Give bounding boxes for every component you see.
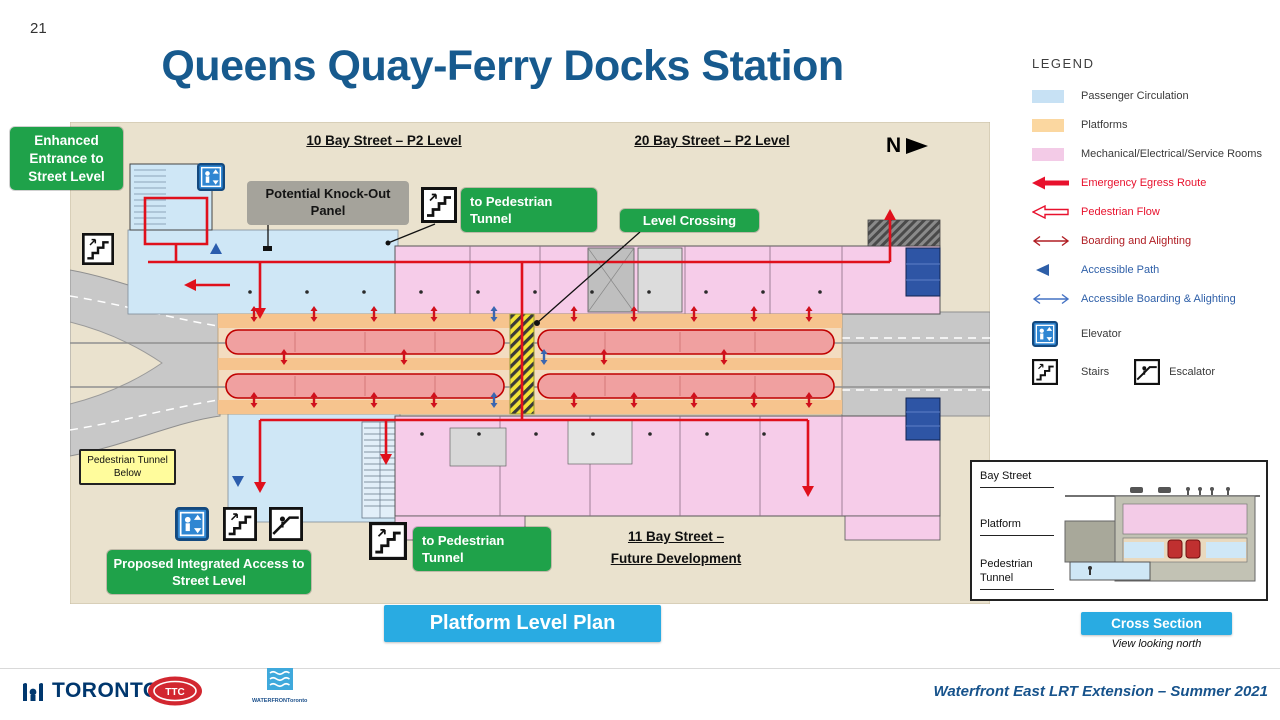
callout-proposed-access: Proposed Integrated Access to Street Lev… <box>107 550 311 595</box>
escalator-icon <box>269 507 303 541</box>
solid-blue-arrow-icon <box>1036 264 1049 276</box>
callout-pedestrian-tunnel-below: Pedestrian Tunnel Below <box>79 449 176 485</box>
legend-item-boarding-alighting: Boarding and Alighting <box>1032 234 1278 248</box>
cross-section-drawing <box>1064 487 1260 582</box>
label-11-bay-line1: 11 Bay Street – <box>627 529 725 544</box>
outline-red-arrow-icon <box>1032 205 1069 219</box>
callout-enhanced-entrance: Enhanced Entrance to Street Level <box>10 127 123 191</box>
escalator-icon <box>1134 359 1160 385</box>
ttc-logo-text: TTC <box>165 687 184 698</box>
legend-item-mechanical-rooms: Mechanical/Electrical/Service Rooms <box>1032 147 1278 161</box>
callout-knockout-panel: Potential Knock-Out Panel <box>247 181 409 225</box>
cross-section-label-tunnel: Pedestrian Tunnel <box>980 558 1054 590</box>
waterfront-toronto-logo: WATERFRONToronto <box>252 668 307 704</box>
stairs-icon <box>1032 359 1058 385</box>
toronto-city-icon <box>23 683 43 701</box>
cross-section-banner: Cross Section <box>1081 612 1232 635</box>
north-label: N <box>886 134 902 157</box>
legend: LEGEND Passenger Circulation Platforms M… <box>1032 56 1278 397</box>
legend-item-accessible-boarding: Accessible Boarding & Alighting <box>1032 292 1278 306</box>
knockout-panel-marker <box>263 246 272 251</box>
callout-level-crossing: Level Crossing <box>620 209 759 233</box>
stairs-icon <box>369 522 407 560</box>
legend-item-emergency-egress: Emergency Egress Route <box>1032 176 1278 190</box>
cross-section-label-street: Bay Street <box>980 470 1054 488</box>
legend-item-pedestrian-flow: Pedestrian Flow <box>1032 205 1278 219</box>
waterfront-logo-text: WATERFRONToronto <box>252 698 308 704</box>
toronto-logo-text: TORONTO <box>52 679 160 702</box>
solid-red-arrow-icon <box>1032 176 1069 190</box>
passenger-circulation-swatch <box>1032 89 1064 103</box>
cross-section-label-platform: Platform <box>980 518 1054 536</box>
mechanical-rooms-top <box>394 219 941 315</box>
stairs-icon <box>82 233 114 265</box>
north-arrow-icon <box>906 138 929 154</box>
elevator-icon <box>197 163 225 191</box>
ttc-logo: TTC <box>146 674 204 713</box>
label-20-bay-street: 20 Bay Street – P2 Level <box>634 133 790 148</box>
platforms-swatch <box>1032 118 1064 132</box>
tunnel-connector-dot <box>385 240 391 246</box>
page-number: 21 <box>30 20 47 37</box>
page-title: Queens Quay-Ferry Docks Station <box>161 42 844 90</box>
double-blue-arrow-icon <box>1032 293 1070 305</box>
label-10-bay-street: 10 Bay Street – P2 Level <box>306 133 462 148</box>
callout-to-pedestrian-tunnel-top: to Pedestrian Tunnel <box>461 188 597 233</box>
level-crossing-dot <box>534 320 540 326</box>
stairs-icon <box>421 187 457 223</box>
column-dots <box>248 290 822 436</box>
plan-banner: Platform Level Plan <box>384 605 661 642</box>
footer-credit: Waterfront East LRT Extension – Summer 2… <box>933 683 1268 700</box>
label-11-bay-line2: Future Development <box>610 550 742 566</box>
legend-heading: LEGEND <box>1032 56 1095 71</box>
callout-to-pedestrian-tunnel-bottom: to Pedestrian Tunnel <box>413 527 551 572</box>
legend-item-platforms: Platforms <box>1032 118 1278 132</box>
cross-section-panel: Bay Street Platform Pedestrian Tunnel <box>970 460 1268 601</box>
stairs-icon <box>223 507 257 541</box>
toronto-logo: TORONTO <box>20 678 160 704</box>
street-stair-boxes <box>905 247 941 441</box>
legend-item-stairs-escalator: Stairs Escalator <box>1032 359 1278 385</box>
mechanical-rooms-bottom <box>394 415 941 541</box>
pedestrian-flow-lines <box>143 196 896 497</box>
legend-item-elevator: Elevator <box>1032 321 1278 347</box>
waterfront-waves-icon <box>266 668 293 690</box>
elevator-icon <box>175 507 209 541</box>
callout-connectors <box>267 223 641 324</box>
cross-section-caption: View looking north <box>1111 638 1202 650</box>
double-red-arrow-icon <box>1032 235 1070 247</box>
legend-item-passenger-circulation: Passenger Circulation <box>1032 89 1278 103</box>
trains <box>225 329 835 399</box>
elevator-icon <box>1032 321 1058 347</box>
label-11-bay-street: 11 Bay Street – Future Development <box>556 526 796 569</box>
north-indicator: N <box>886 134 930 158</box>
legend-item-accessible-path: Accessible Path <box>1032 263 1278 277</box>
accessible-path-arrows <box>210 243 244 487</box>
mechanical-rooms-swatch <box>1032 147 1064 161</box>
footer-divider <box>0 668 1280 669</box>
